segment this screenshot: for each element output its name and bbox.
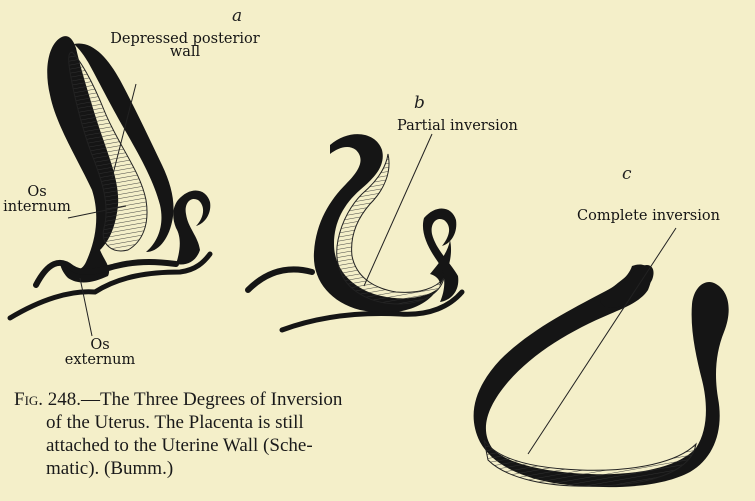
panel-a-letter: a (232, 6, 242, 26)
panel-c-drawing (474, 228, 729, 487)
label-depressed-posterior-wall: Depressed posterior wall (100, 32, 270, 60)
label-os-externum-line1: Os (55, 338, 145, 353)
label-depressed-posterior-wall-line2: wall (100, 45, 270, 60)
label-complete-inversion: Complete inversion (577, 209, 720, 224)
panel-b-vaginal-wall-upper (248, 269, 312, 290)
panel-a-cervix (173, 190, 210, 264)
label-os-externum-line2: externum (55, 353, 145, 368)
panel-b-drawing (248, 134, 462, 330)
figure-caption: Fig. 248.—The Three Degrees of Inversion… (14, 388, 414, 480)
panel-b-letter: b (414, 93, 425, 113)
panel-c-letter: c (622, 164, 632, 184)
caption-line-1: Fig. 248.—The Three Degrees of Inversion (14, 388, 414, 411)
caption-fig-abbrev: Fig. (14, 389, 43, 410)
caption-line-2: of the Uterus. The Placenta is still (14, 411, 414, 434)
caption-line-3: attached to the Uterine Wall (Sche- (14, 434, 414, 457)
panel-c-upper-flap (600, 265, 654, 308)
caption-line-1-text: 248.—The Three Degrees of Inversion (43, 389, 342, 410)
label-os-internum: Os internum (2, 185, 72, 215)
label-os-externum: Os externum (55, 338, 145, 368)
panel-b-cervix (423, 208, 458, 302)
label-os-internum-line2: internum (2, 200, 72, 215)
label-os-internum-line1: Os (2, 185, 72, 200)
label-partial-inversion: Partial inversion (397, 119, 518, 134)
caption-line-4: matic). (Bumm.) (14, 457, 414, 480)
